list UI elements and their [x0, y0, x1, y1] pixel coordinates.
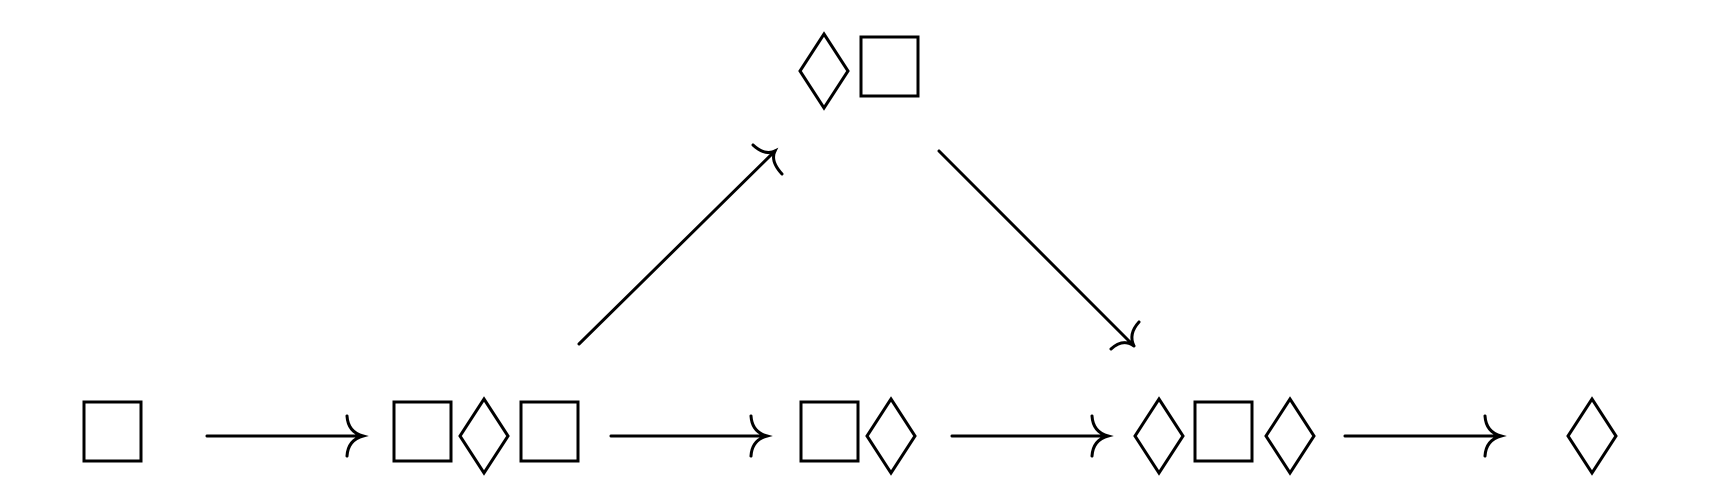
arrow-n6-to-n4 — [937, 149, 1141, 351]
arrow-n1-to-n2 — [205, 414, 369, 458]
square-shape — [859, 35, 920, 98]
node-n4 — [1133, 396, 1316, 476]
diamond-shape — [1566, 396, 1618, 476]
diamond-shape — [458, 396, 510, 476]
node-n5 — [1566, 396, 1618, 476]
diamond-shape — [1133, 396, 1185, 476]
square-shape — [519, 400, 580, 463]
arrow-n2-to-n6 — [577, 143, 784, 346]
square-shape — [799, 400, 860, 463]
square-shape — [1193, 400, 1254, 463]
node-n1 — [82, 400, 143, 463]
diamond-shape — [798, 31, 850, 111]
arrow-n3-to-n4 — [950, 414, 1114, 458]
arrow-n2-to-n3 — [609, 414, 773, 458]
diamond-shape — [1264, 396, 1316, 476]
node-n6 — [798, 31, 920, 111]
node-n3 — [799, 396, 917, 476]
node-n2 — [392, 396, 580, 476]
diamond-shape — [865, 396, 917, 476]
arrow-n4-to-n5 — [1343, 414, 1507, 458]
square-shape — [392, 400, 453, 463]
square-shape — [82, 400, 143, 463]
